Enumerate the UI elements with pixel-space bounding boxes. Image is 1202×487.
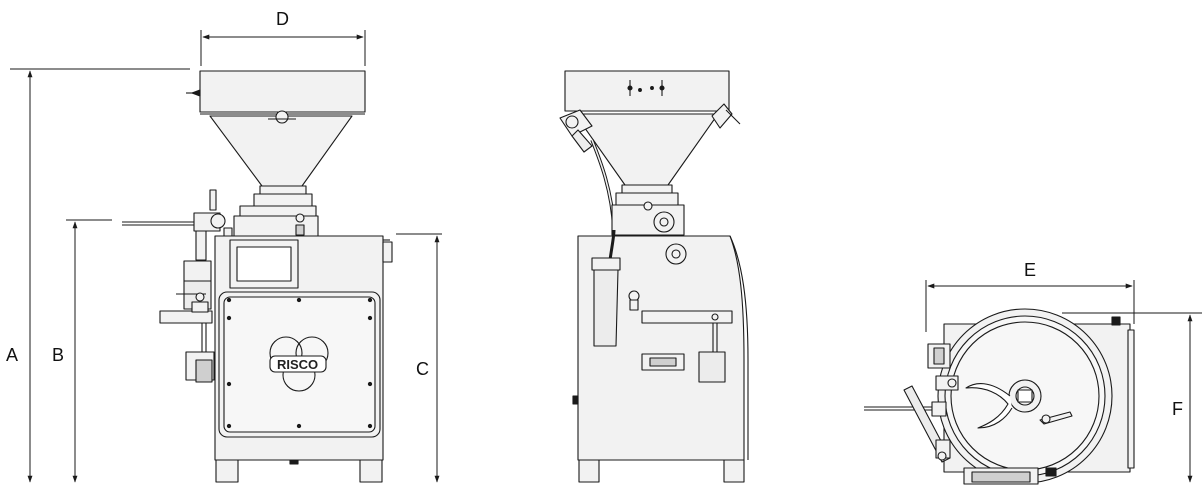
side-view [559,70,749,483]
top-view [864,308,1135,485]
dimension-label-f: F [1172,399,1183,419]
front-view [122,70,393,483]
brand-logo: RISCO [277,357,318,372]
dimension-label-e: E [1024,260,1036,280]
dimension-label-b: B [52,345,64,365]
dimension-lines [10,30,1202,483]
dimension-label-a: A [6,345,18,365]
dimension-label-c: C [416,359,429,379]
dimension-label-d: D [276,9,289,29]
